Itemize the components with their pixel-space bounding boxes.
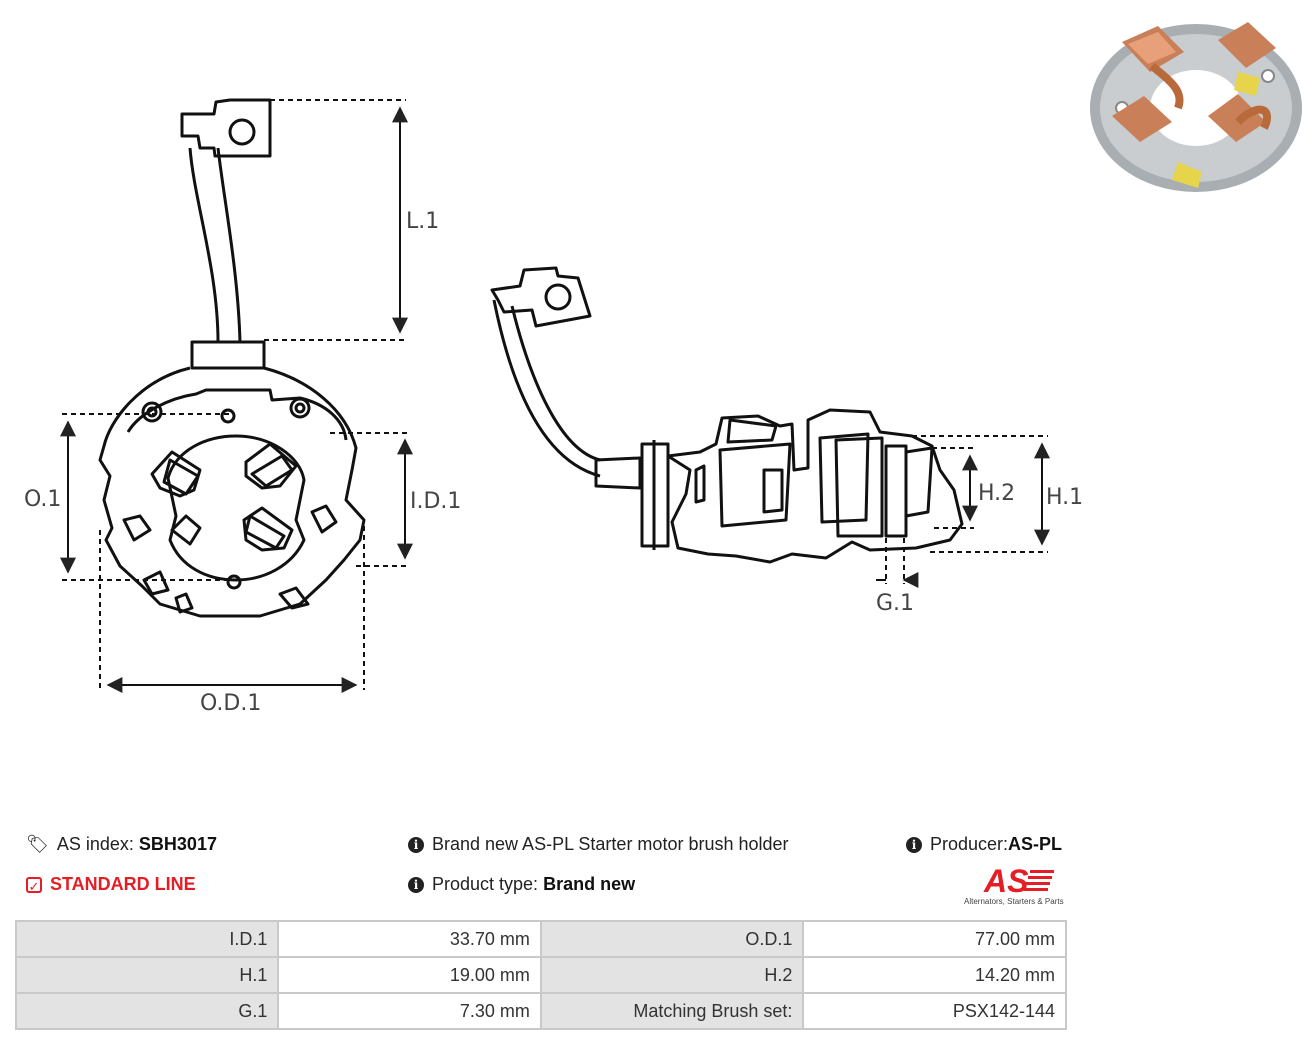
producer-value: AS-PL xyxy=(1008,834,1063,854)
as-index: 🏷 AS index: SBH3017 xyxy=(26,834,217,855)
specs-table: I.D.1 33.70 mm O.D.1 77.00 mm H.1 19.00 … xyxy=(14,920,1067,1030)
label-l1: L.1 xyxy=(406,209,439,234)
spec-value: 77.00 mm xyxy=(802,920,1067,958)
table-row: I.D.1 33.70 mm O.D.1 77.00 mm xyxy=(14,920,1067,958)
spec-key: H.2 xyxy=(539,956,805,994)
logo-subtitle: Alternators, Starters & Parts xyxy=(964,897,1064,906)
info-icon: i xyxy=(408,876,424,893)
check-square-icon: ✓ xyxy=(26,876,42,894)
product-type: i Product type: Brand new xyxy=(408,874,635,895)
info-icon: i xyxy=(408,836,424,853)
dimension-lines-right xyxy=(876,435,1050,584)
description-text: Brand new AS-PL Starter motor brush hold… xyxy=(432,834,789,854)
label-id1: I.D.1 xyxy=(410,489,461,514)
as-pl-logo: AS xyxy=(983,863,1054,899)
product-type-label: Product type: xyxy=(432,874,539,894)
logo-text: AS xyxy=(983,863,1029,899)
spec-value: 14.20 mm xyxy=(802,956,1067,994)
product-type-value: Brand new xyxy=(543,874,636,894)
info-icon: i xyxy=(906,836,922,853)
line-label: STANDARD LINE xyxy=(50,874,196,894)
product-photo xyxy=(1088,12,1304,194)
label-h2: H.2 xyxy=(978,481,1015,506)
spec-key: Matching Brush set: xyxy=(539,992,805,1030)
description: i Brand new AS-PL Starter motor brush ho… xyxy=(408,834,789,855)
table-row: H.1 19.00 mm H.2 14.20 mm xyxy=(14,956,1067,994)
as-index-label: AS index: xyxy=(56,834,134,854)
spec-key: I.D.1 xyxy=(14,920,280,958)
front-view xyxy=(98,98,366,618)
as-index-value: SBH3017 xyxy=(138,834,217,854)
table-row: G.1 7.30 mm Matching Brush set: PSX142-1… xyxy=(14,992,1067,1030)
spec-value: 7.30 mm xyxy=(277,992,542,1030)
technical-drawing: L.1 O.1 I.D.1 O.D.1 H.1 H.2 G.1 xyxy=(24,98,1083,716)
tags-icon: 🏷 xyxy=(26,834,49,854)
spec-key: G.1 xyxy=(14,992,280,1030)
label-od1: O.D.1 xyxy=(200,691,261,716)
side-view xyxy=(490,266,964,564)
spec-value: PSX142-144 xyxy=(802,992,1067,1030)
label-h1: H.1 xyxy=(1046,485,1083,510)
label-o1: O.1 xyxy=(24,487,61,512)
producer: i Producer: AS-PL xyxy=(906,834,1062,855)
line-badge: ✓ STANDARD LINE xyxy=(26,874,196,895)
spec-key: O.D.1 xyxy=(539,920,805,958)
dimension-lines-left xyxy=(60,99,413,693)
spec-value: 33.70 mm xyxy=(277,920,542,958)
label-g1: G.1 xyxy=(876,591,914,616)
spec-value: 19.00 mm xyxy=(277,956,542,994)
spec-key: H.1 xyxy=(14,956,280,994)
producer-label: Producer: xyxy=(930,834,1009,854)
